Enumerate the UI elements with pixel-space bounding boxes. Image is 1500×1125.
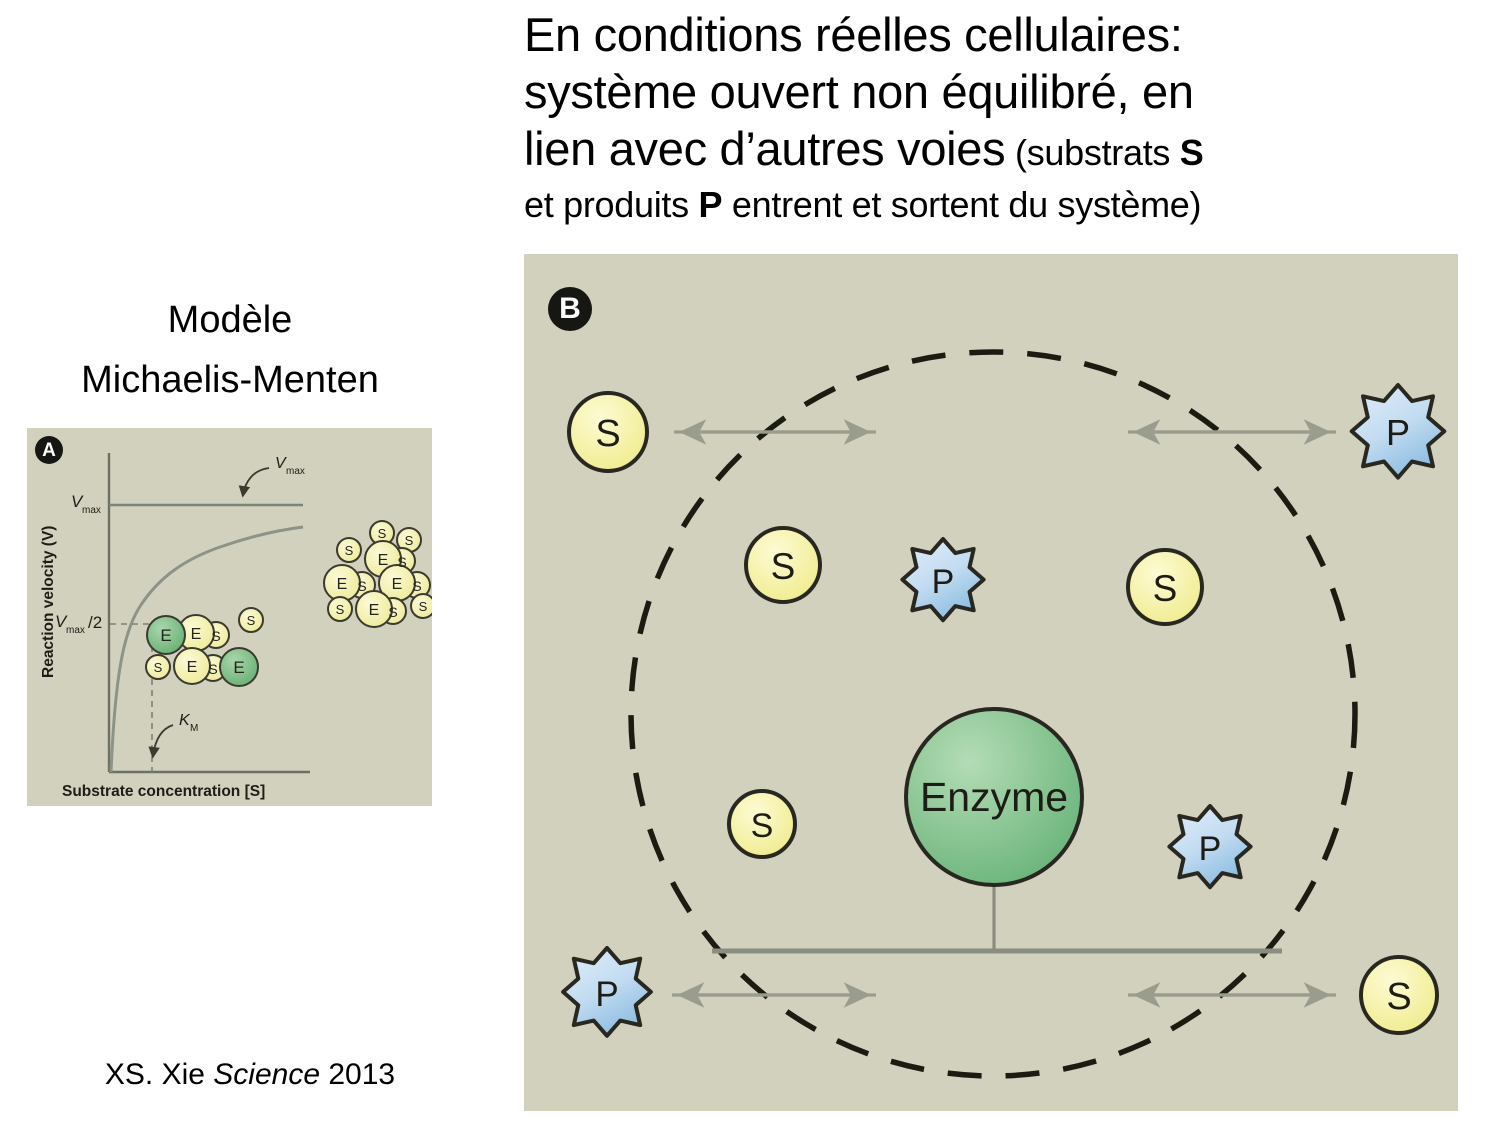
panel-a-tick-vmax-half-div: /2	[88, 613, 102, 632]
mol-s: S	[357, 578, 366, 594]
substrate-node-inner-lower-left: S	[727, 789, 797, 859]
mol-e: E	[187, 659, 198, 676]
substrate-node-inner-upper-right: S	[1126, 548, 1204, 626]
mol-s: S	[336, 602, 345, 617]
citation-authors: XS. Xie	[104, 1058, 214, 1091]
mol-s: S	[345, 543, 354, 558]
panel-b-open-system-diagram: B	[524, 254, 1458, 1111]
mol-s: S	[378, 526, 387, 541]
panel-a-tick-vmax: V	[71, 492, 84, 511]
substrate-node-top-left: S	[567, 391, 649, 473]
title-product-symbol: P	[698, 184, 723, 225]
mol-s: S	[247, 613, 256, 628]
mol-s: S	[154, 660, 163, 675]
panel-b-svg: S P S P S	[561, 349, 1447, 1079]
product-node-inner-upper-mid: P	[900, 537, 986, 623]
product-node-bottom-left: P	[561, 946, 653, 1038]
product-label: P	[932, 563, 955, 601]
product-node-inner-lower-right: P	[1167, 804, 1253, 890]
left-heading-line-1: Modèle	[167, 299, 293, 341]
substrate-node-inner-upper-left: S	[744, 526, 822, 604]
title-line-3-main: lien avec d’autres voies	[524, 122, 1006, 175]
mol-s: S	[211, 628, 220, 644]
mol-e: E	[233, 658, 244, 677]
title-line-3: lien avec d’autres voies (substrats S	[524, 120, 1464, 181]
panel-a-vmax-annotation-arrow	[238, 467, 270, 498]
mol-s: S	[412, 578, 421, 594]
panel-a-annot-km: K	[179, 712, 191, 729]
substrate-label: S	[1386, 976, 1411, 1018]
panel-a-saturation-curve	[109, 525, 304, 773]
mol-e: E	[378, 552, 389, 569]
mol-s: S	[388, 604, 397, 620]
enzyme-label: Enzyme	[920, 774, 1068, 820]
citation-journal: Science	[213, 1058, 321, 1091]
panel-a-molecule-letters: S S E E S E S E S S S S E S E S E S S S	[154, 526, 428, 677]
panel-a-tick-vmax-sub: max	[82, 505, 101, 516]
mol-e: E	[369, 602, 380, 619]
title-line-3-paren-text: (substrats	[1005, 132, 1180, 173]
title-line-1: En conditions réelles cellulaires:	[524, 8, 1183, 61]
panel-a-ylabel: Reaction velocity (V)	[40, 526, 57, 678]
title-line-2: système ouvert non équilibré, en	[524, 65, 1194, 118]
title-line-4: et produits P entrent et sortent du syst…	[524, 181, 1464, 229]
exchange-arrows	[672, 419, 1336, 1008]
left-heading-line-2: Michaelis-Menten	[81, 359, 379, 401]
product-label: P	[1199, 830, 1222, 868]
product-label: P	[595, 975, 618, 1014]
citation-source: XS. Xie Science 2013	[0, 1058, 500, 1092]
panel-a-michaelis-menten-chart: A	[27, 428, 432, 806]
panel-b-tag: B	[548, 287, 592, 331]
panel-a-annot-vmax-sub: max	[286, 466, 305, 477]
panel-a-tick-vmax-half-sub: max	[66, 625, 85, 636]
system-boundary-dashed-circle	[628, 349, 1358, 1079]
mol-s: S	[405, 533, 414, 548]
substrate-label: S	[771, 546, 796, 587]
citation-year: 2013	[320, 1058, 396, 1091]
substrate-label: S	[751, 807, 774, 845]
mol-e: E	[160, 626, 171, 645]
mol-s: S	[208, 661, 217, 677]
substrate-label: S	[595, 413, 620, 455]
left-panel-heading: Modèle Michaelis-Menten	[0, 290, 460, 410]
panel-a-tick-vmax-half: V	[55, 612, 68, 631]
title-line-3-paren: (substrats S	[1005, 132, 1204, 173]
panel-a-xlabel: Substrate concentration [S]	[62, 783, 265, 800]
title-line-4-post: entrent et sortent du système)	[722, 184, 1202, 225]
substrate-node-bottom-right: S	[1359, 955, 1439, 1035]
mol-s: S	[397, 554, 406, 570]
panel-a-km-annotation-arrow	[148, 724, 174, 759]
title-substrate-symbol: S	[1179, 132, 1204, 173]
product-node-top-right: P	[1349, 383, 1447, 480]
panel-a-svg: S S E E S E S E S S S S E S E S E S S S	[40, 453, 432, 800]
panel-a-molecule-cluster-high	[323, 520, 432, 628]
panel-a-labels: Reaction velocity (V) Substrate concentr…	[40, 455, 305, 800]
mol-e: E	[191, 626, 202, 643]
mol-e: E	[337, 576, 348, 593]
title-line-4-pre: et produits	[524, 184, 699, 225]
slide-title: En conditions réelles cellulaires: systè…	[524, 6, 1464, 229]
panel-a-molecule-cluster-low	[145, 607, 264, 687]
panel-a-annot-vmax: V	[275, 455, 287, 472]
mol-s: S	[419, 599, 428, 614]
enzyme-node-center: Enzyme	[904, 707, 1084, 887]
product-label: P	[1386, 412, 1410, 453]
mol-e: E	[392, 576, 403, 593]
panel-a-axes	[107, 453, 310, 774]
panel-a-tag: A	[35, 436, 63, 464]
panel-a-annot-km-sub: M	[190, 723, 198, 734]
substrate-label: S	[1153, 568, 1178, 609]
